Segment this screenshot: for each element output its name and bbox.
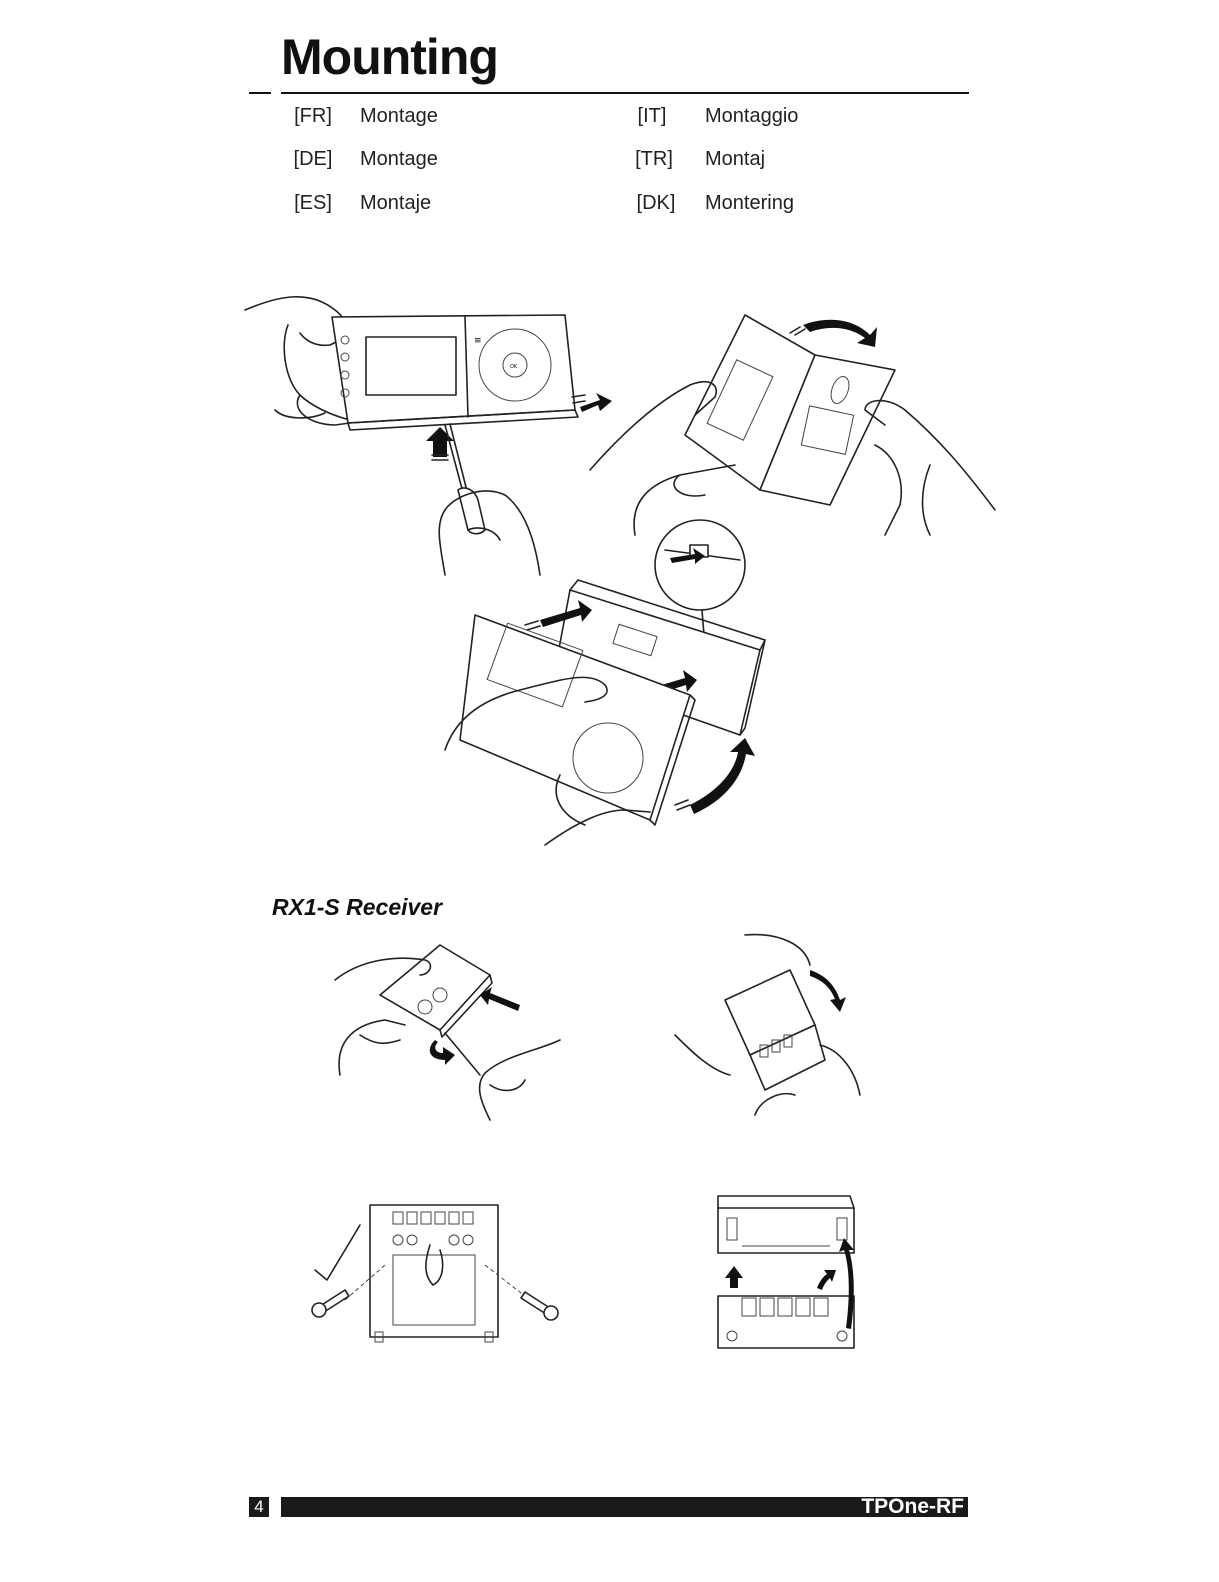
- lang-text-es: Montaje: [360, 193, 431, 213]
- title-rule-short: [249, 92, 271, 94]
- lang-text-de: Montage: [360, 149, 438, 169]
- lang-text-fr: Montage: [360, 106, 438, 126]
- receiver-open-illustration: [670, 930, 865, 1115]
- lang-code-es: [ES]: [293, 193, 333, 213]
- lang-code-tr: [TR]: [634, 149, 674, 169]
- receiver-backplate-screws-illustration: [305, 1200, 565, 1350]
- lang-text-it: Montaggio: [705, 106, 798, 126]
- lang-text-tr: Montaj: [705, 149, 765, 169]
- title-rule: [281, 92, 969, 94]
- lang-code-it: [IT]: [632, 106, 672, 126]
- svg-text:≡: ≡: [474, 336, 482, 346]
- receiver-cover-removal-illustration: [712, 1188, 857, 1353]
- page-title: Mounting: [281, 32, 498, 82]
- thermostat-attach-illustration: [440, 520, 770, 845]
- lang-code-fr: [FR]: [293, 106, 333, 126]
- product-name: TPOne-RF: [861, 1497, 964, 1517]
- svg-text:OK: OK: [510, 364, 518, 370]
- page-number: 4: [249, 1497, 269, 1517]
- footer-bar: TPOne-RF: [281, 1497, 968, 1517]
- section-title: RX1-S Receiver: [272, 896, 442, 919]
- lang-code-dk: [DK]: [636, 193, 676, 213]
- receiver-unscrew-illustration: [330, 935, 570, 1120]
- backplate-open-illustration: [585, 305, 1000, 540]
- lang-code-de: [DE]: [293, 149, 333, 169]
- lang-text-dk: Montering: [705, 193, 794, 213]
